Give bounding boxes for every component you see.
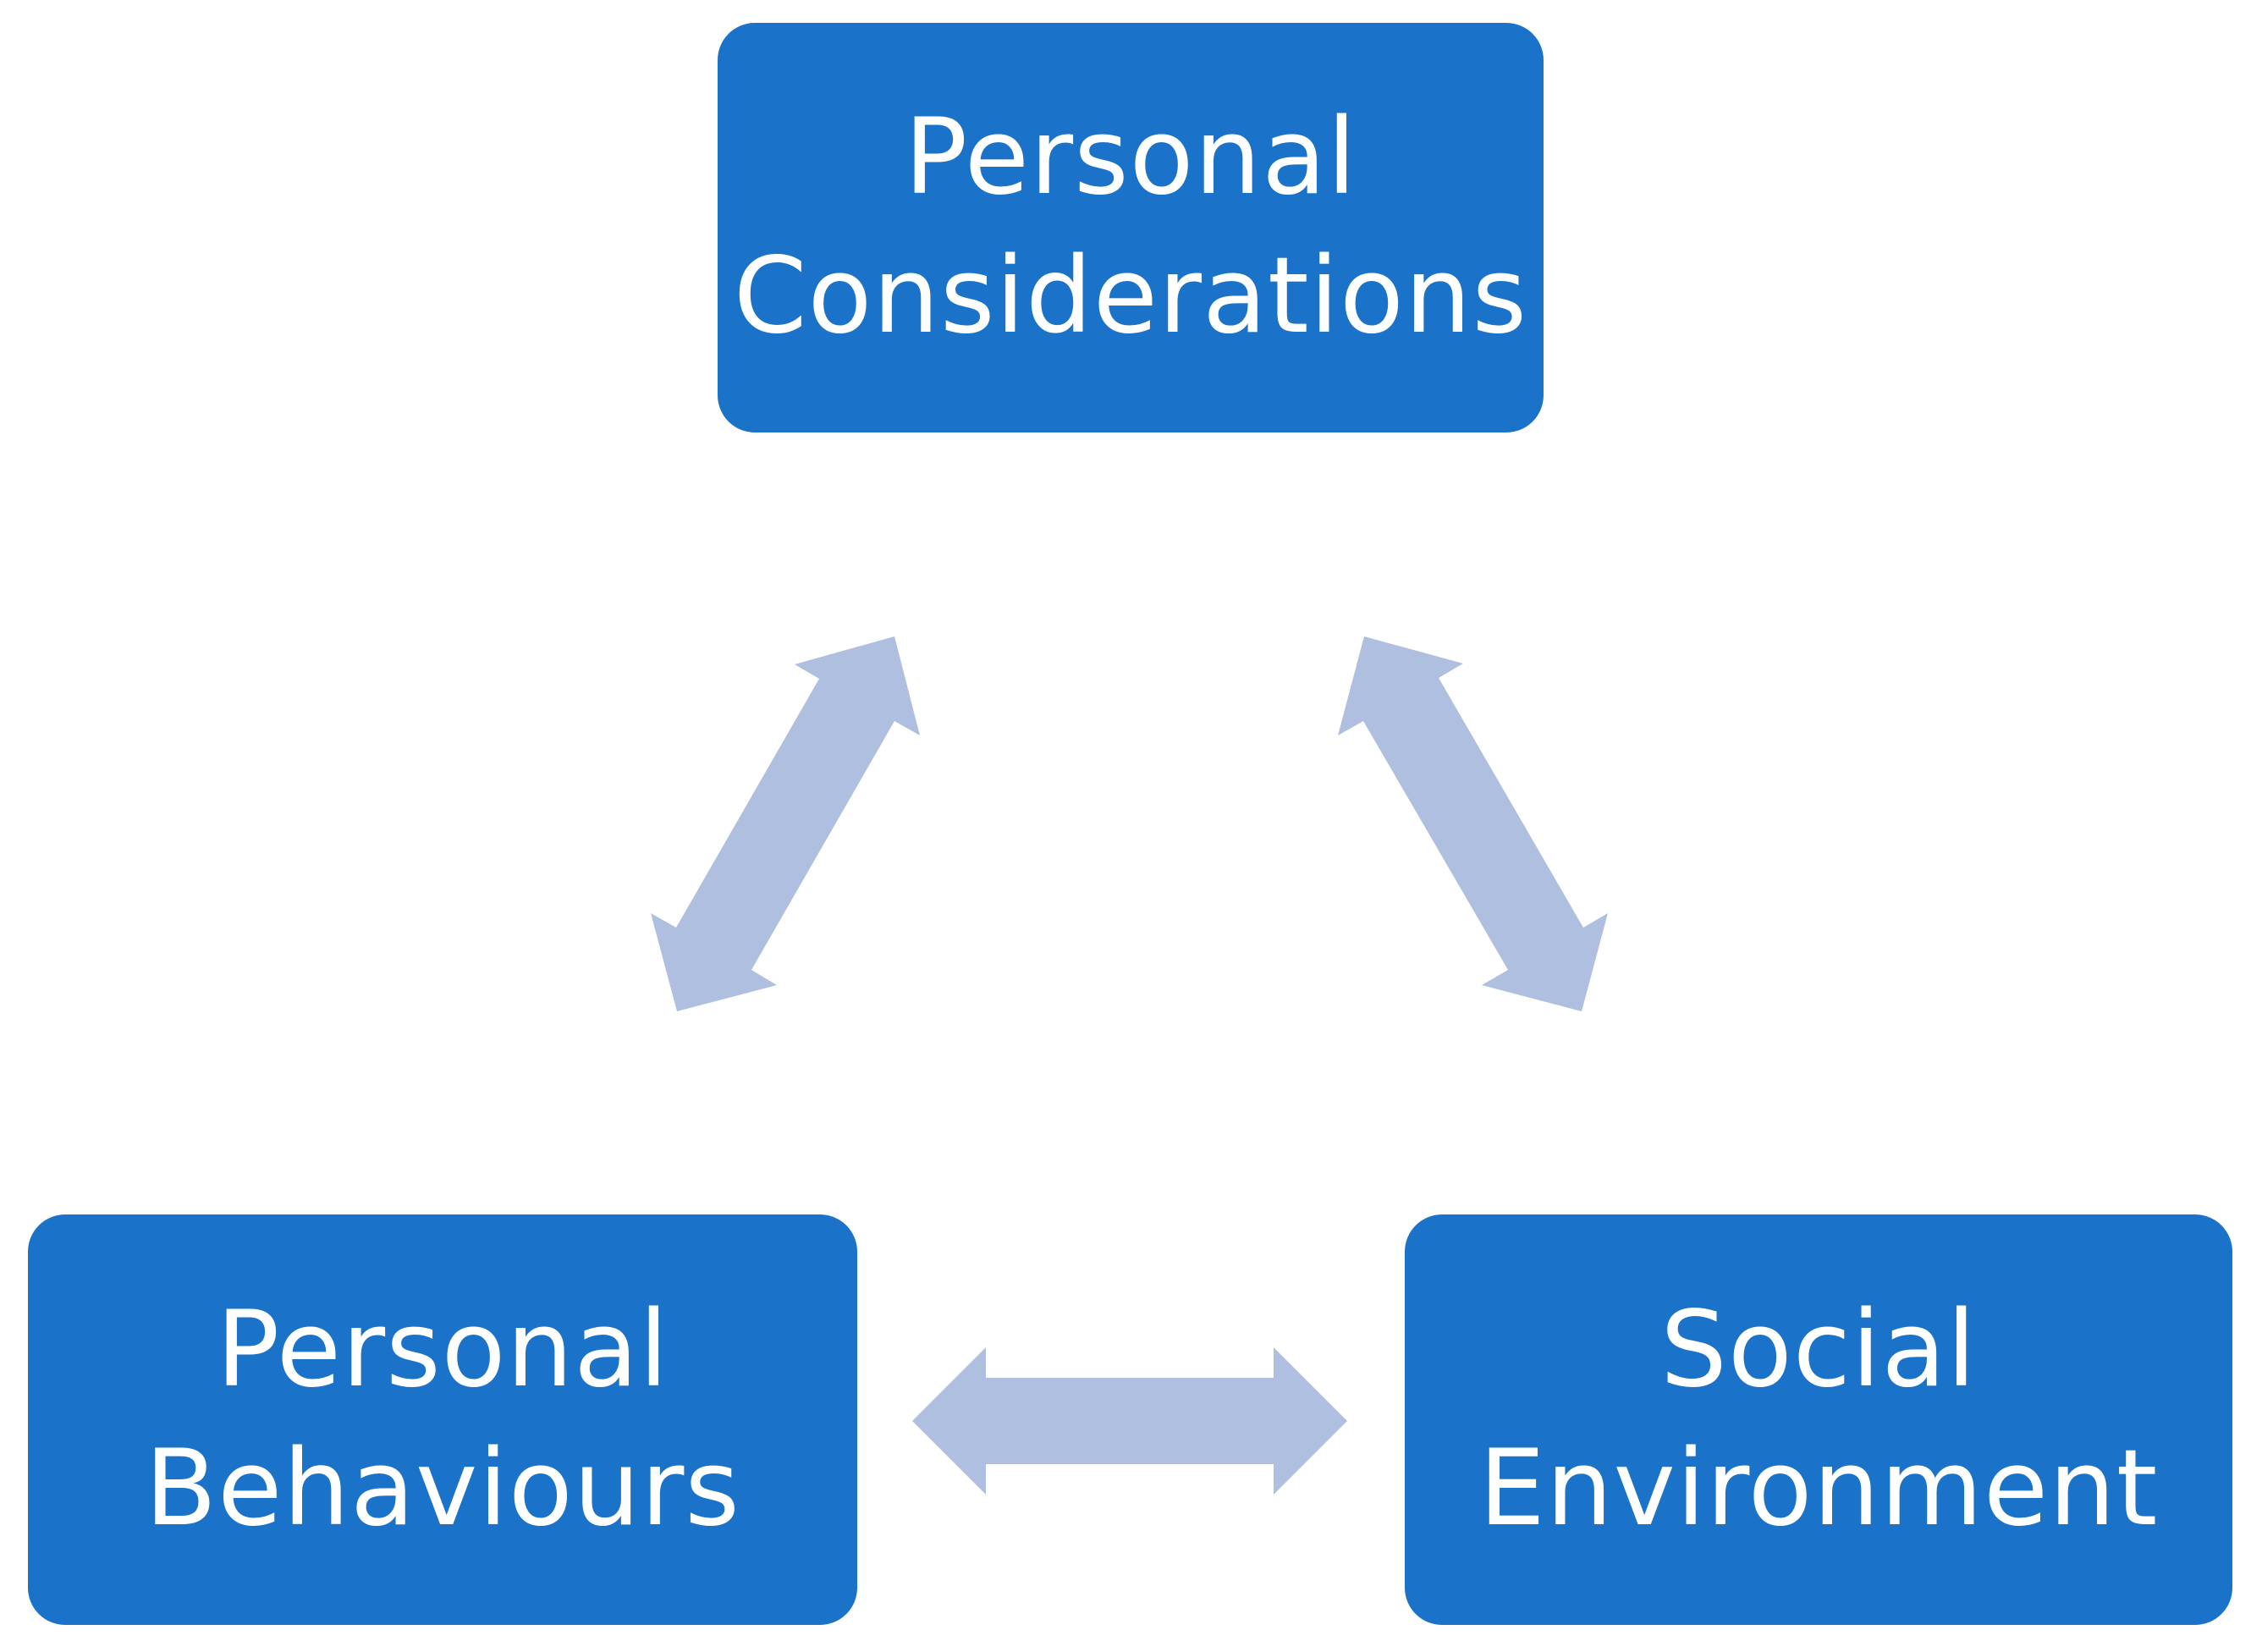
- social-environment-line1: Social: [1660, 1288, 1977, 1411]
- social-environment-line2: Environment: [1478, 1427, 2159, 1550]
- double-arrow-top-left: [651, 636, 920, 1011]
- social-environment-box: Social Environment: [1405, 1214, 2232, 1625]
- personal-behaviours-line1: Personal: [216, 1288, 669, 1411]
- double-arrow-bottom: [912, 1347, 1347, 1495]
- double-arrow-top-right: [1338, 636, 1608, 1011]
- personal-considerations-line1: Personal: [904, 96, 1357, 219]
- personal-considerations-box: Personal Considerations: [718, 23, 1544, 432]
- personal-considerations-line2: Considerations: [733, 235, 1528, 357]
- personal-behaviours-box: Personal Behaviours: [28, 1214, 857, 1625]
- personal-behaviours-line2: Behaviours: [145, 1427, 740, 1550]
